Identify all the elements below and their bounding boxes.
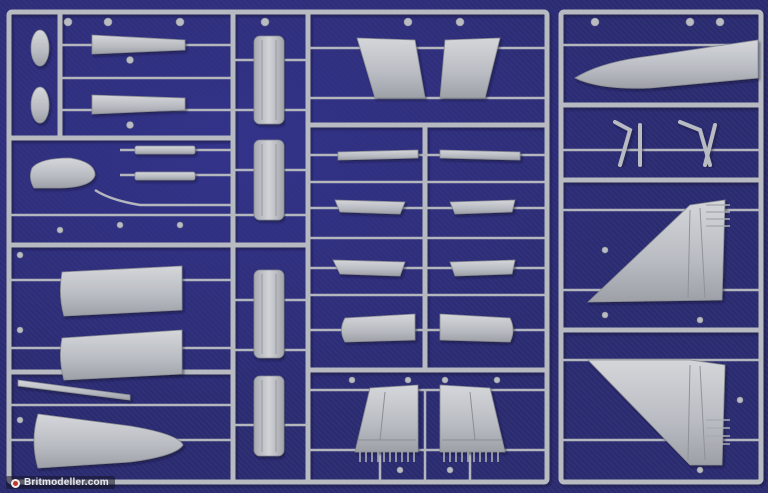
parts-right-frame [574,39,759,466]
right-sprue-frame [558,9,764,485]
comb-teeth [359,452,499,462]
logo-icon [11,479,20,488]
fuselage-parts [253,35,285,457]
watermark-text: Britmodeller.com [24,477,109,488]
parts-left-column [17,29,196,469]
tail-comb-teeth [706,204,730,445]
watermark-badge: Britmodeller.com [6,476,115,489]
sprue-gates [16,17,744,474]
landing-gear [613,120,717,167]
